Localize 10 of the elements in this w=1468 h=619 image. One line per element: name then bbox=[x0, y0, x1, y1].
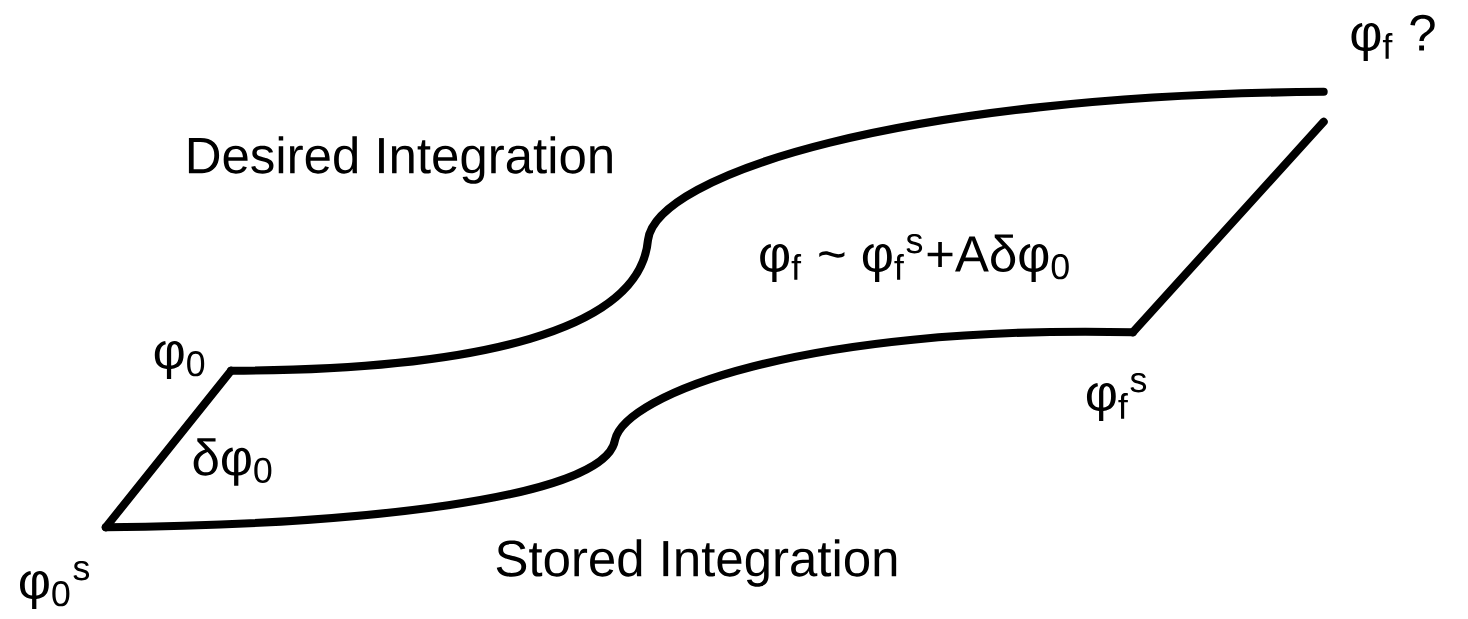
formula-label: φ$_{f}$ ~ φ$_{f}$$^{s}$+Aδφ$_{0}$ bbox=[760, 233, 1069, 283]
point-label: φ$_{0}$ bbox=[154, 340, 205, 380]
line bbox=[1128, 117, 1328, 337]
edge-label: Stored Integration bbox=[496, 539, 897, 587]
edge-label: Desired Integration bbox=[188, 136, 612, 184]
edge-label: δφ$_{0}$ bbox=[193, 438, 272, 486]
curve bbox=[227, 87, 1328, 375]
point-label: φ$_{f}$s bbox=[1086, 372, 1147, 422]
point-label: φ$_{0}$s bbox=[20, 560, 90, 610]
point-label: φ$_{f}$ ? bbox=[1351, 14, 1435, 62]
